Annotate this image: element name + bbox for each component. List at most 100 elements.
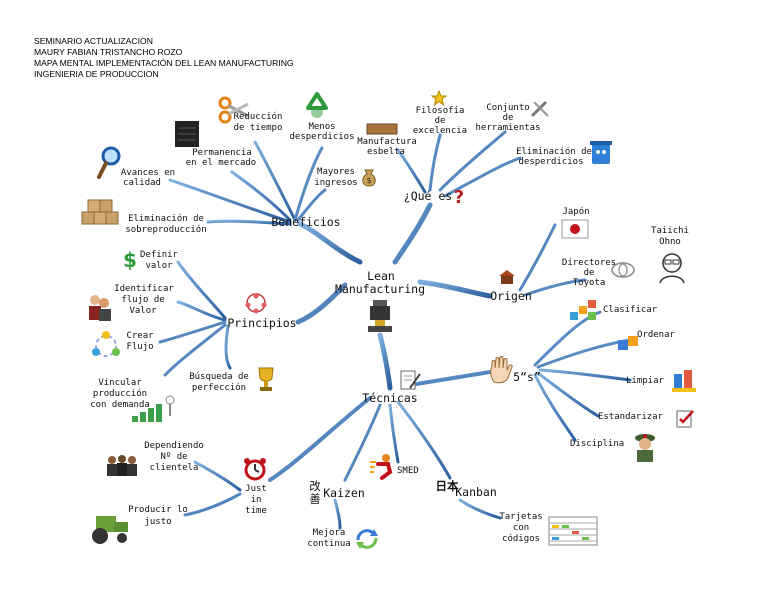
- branch-tarjetas: [458, 498, 502, 520]
- branch-producir: [183, 492, 242, 517]
- cleaning-supplies-icon: [672, 370, 696, 392]
- trunk-tecnicas: [377, 332, 393, 391]
- menos-line1: Menos: [308, 122, 336, 132]
- permanencia-line2: en el mercado: [185, 158, 257, 168]
- branch-estandarizar: [536, 371, 600, 418]
- definir-line2: valor: [145, 261, 173, 271]
- document-pen-icon: [400, 370, 421, 390]
- growth-chart-icon: [132, 395, 175, 422]
- svg-text:$: $: [366, 176, 371, 185]
- jit-line2: in: [250, 495, 262, 505]
- branch-identificar: [176, 300, 227, 322]
- branch-definir: [176, 260, 227, 320]
- branch-conjunto: [438, 130, 507, 192]
- center-label-1: Lean: [367, 269, 395, 283]
- disciplined-soldier-icon: [635, 434, 655, 462]
- origen-label: Origen: [490, 289, 532, 303]
- speed-runner-icon: [370, 454, 393, 480]
- branch-eliminacion: [206, 219, 292, 226]
- producir-line2: justo: [144, 517, 172, 527]
- header-line-4: INGENIERIA DE PRODUCCION: [34, 69, 159, 79]
- identificar-line3: Valor: [129, 306, 157, 316]
- flow-cycle-icon: [92, 331, 120, 357]
- ordering-cubes-icon: [618, 336, 638, 350]
- branch-filosofia: [428, 133, 442, 192]
- taiichi-portrait-icon: [659, 253, 685, 284]
- clients-group-icon: [107, 455, 137, 476]
- mayores-line1: Mayores: [317, 167, 355, 177]
- eliminacion-desp-line2: desperdicios: [518, 157, 584, 167]
- jit-line3: time: [245, 506, 267, 516]
- branch-reduccion: [253, 140, 297, 222]
- trunk-origen: [417, 279, 493, 299]
- magnifier-icon: [97, 146, 121, 179]
- directores-line3: Toyota: [572, 278, 606, 288]
- ordenar-label: Ordenar: [637, 330, 675, 340]
- branch-kanban: [396, 400, 452, 480]
- kanban-glyph: 日本: [435, 479, 459, 493]
- dependiendo-line2: Nº de: [160, 452, 188, 462]
- money-bag-icon: $: [362, 169, 376, 187]
- checklist-icon: [676, 410, 694, 428]
- recycle-icon: [306, 92, 328, 118]
- identificar-line2: flujo de: [121, 295, 165, 305]
- dependiendo-line3: clientela: [149, 463, 199, 473]
- trunk-beneficios: [297, 221, 363, 265]
- vincular-line2: producción: [92, 389, 148, 399]
- cinco-s-label: 5“s”: [513, 370, 541, 384]
- branch-mayores: [296, 188, 327, 222]
- wood-block-icon: [366, 123, 398, 135]
- trash-can-icon: [590, 141, 612, 164]
- directores-line2: de: [583, 268, 595, 278]
- origin-house-icon: [499, 270, 515, 284]
- reduccion-line2: de tiempo: [233, 123, 283, 133]
- header-line-3: MAPA MENTAL IMPLEMENTACIÓN DEL LEAN MANU…: [34, 58, 294, 68]
- kaizen-label: Kaizen: [323, 486, 365, 500]
- alarm-clock-icon: [244, 458, 266, 481]
- boxes-icon: [81, 199, 119, 225]
- dependiendo-line1: Dependiendo: [144, 441, 204, 451]
- people-circle-icon: [245, 293, 267, 314]
- filosofia-line2: de: [434, 116, 446, 126]
- jit-line1: Just: [245, 484, 267, 494]
- eliminacion-line1: Eliminación de: [128, 214, 204, 224]
- kaizen-glyph-2: 善: [309, 492, 321, 506]
- toyota-logo-icon: [611, 262, 635, 278]
- branch-smed: [388, 403, 400, 464]
- branch-eliminacion-desp: [443, 156, 522, 198]
- que-es-label: ¿Qué es: [403, 189, 453, 203]
- reduccion-line1: Reducción: [233, 112, 283, 122]
- scissors-icon: [218, 96, 249, 124]
- tarjetas-line2: con: [512, 523, 530, 533]
- header-line-2: MAURY FABIAN TRISTANCHO ROZO: [34, 47, 183, 57]
- branch-vincular: [163, 323, 227, 377]
- branch-menos: [293, 146, 324, 222]
- branch-japon: [518, 223, 557, 292]
- filosofia-line3: excelencia: [412, 126, 468, 136]
- svg-text:?: ?: [454, 187, 464, 206]
- server-icon: [175, 121, 199, 147]
- branch-jit: [268, 396, 372, 482]
- kaizen-glyph-1: 改: [309, 479, 321, 493]
- busqueda-line1: Búsqueda de: [189, 372, 249, 382]
- branch-crear: [158, 320, 227, 344]
- manufactura-line1: Manufactura: [357, 137, 417, 147]
- japon-label: Japón: [562, 207, 590, 217]
- crear-line2: Flujo: [126, 342, 154, 352]
- star-icon: [431, 90, 447, 106]
- branch-dependiendo: [193, 460, 242, 492]
- mayores-line2: ingresos: [314, 178, 358, 188]
- tarjetas-line1: Tarjetas: [499, 512, 543, 522]
- principios-label: Principios: [227, 316, 297, 330]
- eliminacion-line2: sobreproducción: [125, 225, 207, 235]
- branch-kaizen: [343, 403, 382, 482]
- tractor-icon: [92, 516, 128, 544]
- branch-busqueda: [224, 324, 232, 370]
- estandarizar-label: Estandarizar: [598, 412, 664, 422]
- kanban-label: Kanban: [455, 485, 497, 499]
- mejora-line2: continua: [307, 539, 351, 549]
- avances-line2: calidad: [123, 178, 161, 188]
- menos-line2: desperdicios: [289, 132, 355, 142]
- clasificar-label: Clasificar: [603, 305, 658, 315]
